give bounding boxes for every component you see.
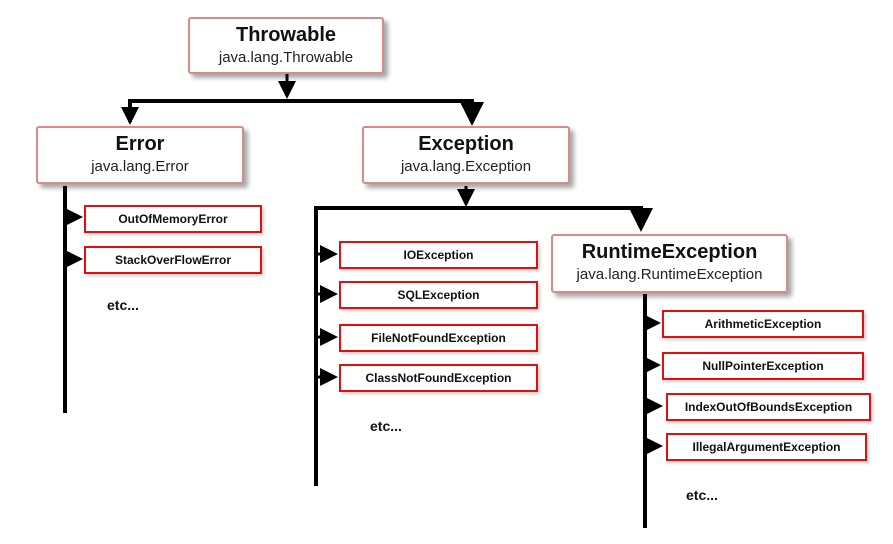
exception-package: java.lang.Exception <box>400 158 532 175</box>
leaf-ioexception: IOException <box>339 241 538 269</box>
error-box: Error java.lang.Error <box>36 126 244 184</box>
leaf-classnotfoundexception: ClassNotFoundException <box>339 364 538 392</box>
leaf-sqlexception: SQLException <box>339 281 538 309</box>
leaf-nullpointerexception: NullPointerException <box>662 352 864 380</box>
error-title: Error <box>115 133 165 155</box>
throwable-box: Throwable java.lang.Throwable <box>188 17 384 74</box>
leaf-illegalargumentexception: IllegalArgumentException <box>666 433 867 461</box>
leaf-stackoverflowerror: StackOverFlowError <box>84 246 262 274</box>
exception-box: Exception java.lang.Exception <box>362 126 570 184</box>
exception-title: Exception <box>418 133 514 155</box>
error-etc: etc... <box>107 297 139 313</box>
throwable-title: Throwable <box>235 24 336 46</box>
exception-branch <box>314 206 653 486</box>
error-package: java.lang.Error <box>91 158 189 175</box>
leaf-outofmemoryerror: OutOfMemoryError <box>84 205 262 233</box>
leaf-indexoutofboundsexception: IndexOutOfBoundsException <box>666 393 871 421</box>
connector-throwable-branch <box>128 99 484 126</box>
exception-etc: etc... <box>370 418 402 434</box>
throwable-package: java.lang.Throwable <box>218 49 354 66</box>
runtime-etc: etc... <box>686 487 718 503</box>
runtime-exception-title: RuntimeException <box>581 241 758 263</box>
leaf-filenotfoundexception: FileNotFoundException <box>339 324 538 352</box>
runtime-exception-package: java.lang.RuntimeException <box>576 266 763 283</box>
runtime-exception-box: RuntimeException java.lang.RuntimeExcept… <box>551 234 788 293</box>
leaf-arithmeticexception: ArithmeticException <box>662 310 864 338</box>
